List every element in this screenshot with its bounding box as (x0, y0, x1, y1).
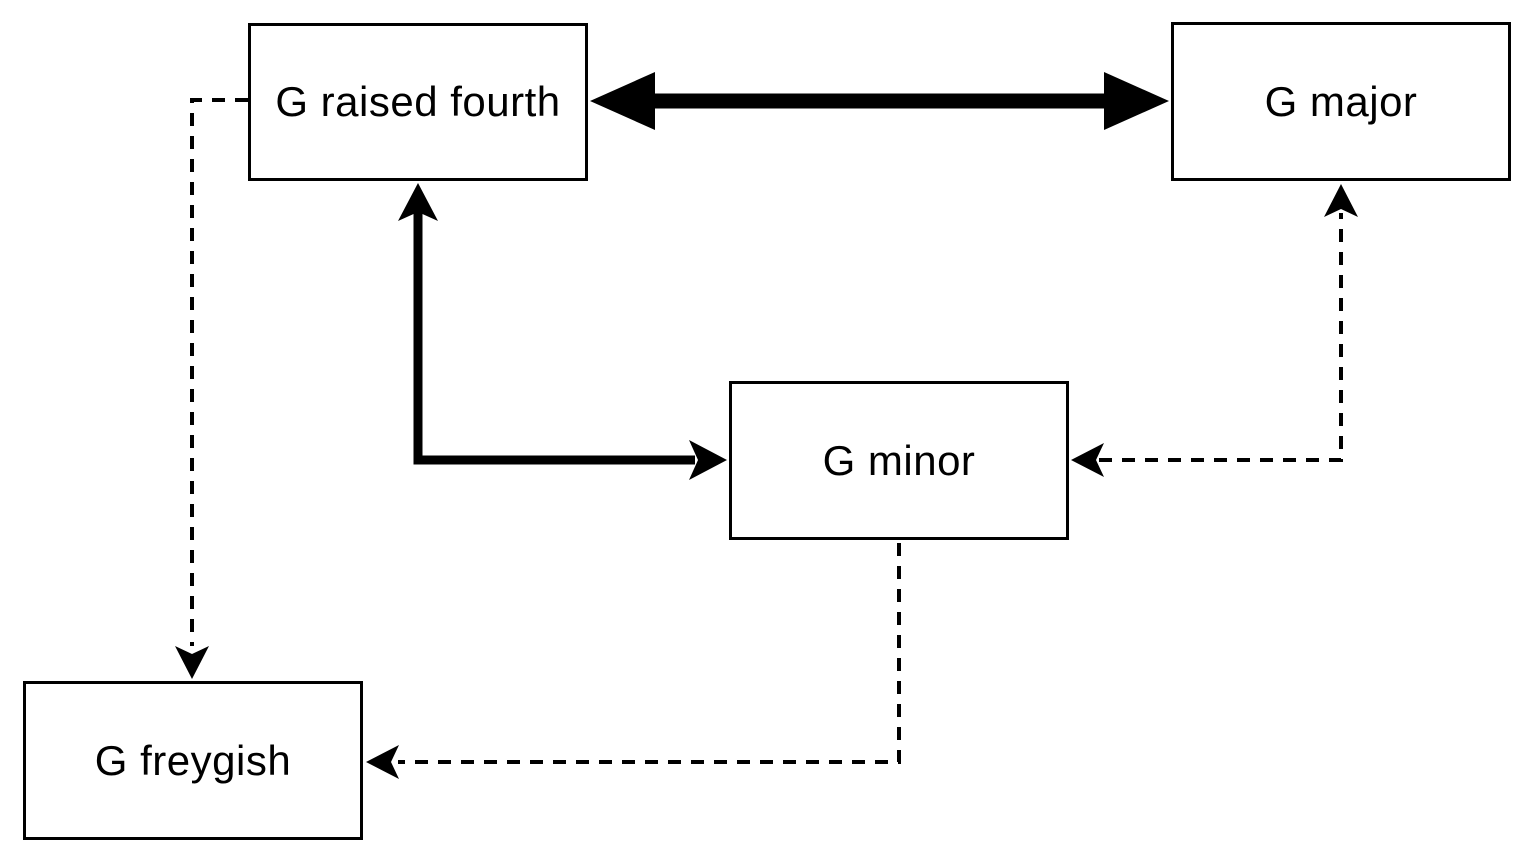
edge-raised-fourth-minor (398, 183, 727, 480)
arrowhead-left (1071, 443, 1104, 477)
edge-line (190, 98, 248, 646)
arrowhead-right (1104, 72, 1169, 130)
node-g-raised-fourth: G raised fourth (248, 23, 588, 181)
node-label: G raised fourth (275, 78, 561, 125)
node-label: G major (1264, 77, 1418, 125)
edge-minor-freygish (366, 543, 901, 779)
node-g-freygish: G freygish (23, 681, 363, 840)
edge-raised-fourth-freygish (175, 98, 248, 679)
edge-line (398, 543, 901, 764)
node-g-major: G major (1171, 22, 1511, 181)
arrowhead-down (175, 646, 209, 679)
node-g-minor: G minor (729, 381, 1069, 540)
edge-line (1099, 213, 1343, 462)
arrowhead-left (366, 745, 399, 779)
arrowhead-right (689, 440, 727, 480)
edge-major-minor (1071, 184, 1358, 477)
arrowhead-left (590, 72, 655, 130)
node-label: G minor (822, 436, 976, 484)
arrowhead-up (398, 183, 438, 221)
arrowhead-up (1324, 184, 1358, 217)
edge-raised-fourth-major (590, 72, 1169, 130)
edge-line (413, 212, 695, 465)
node-label: G freygish (94, 736, 292, 784)
